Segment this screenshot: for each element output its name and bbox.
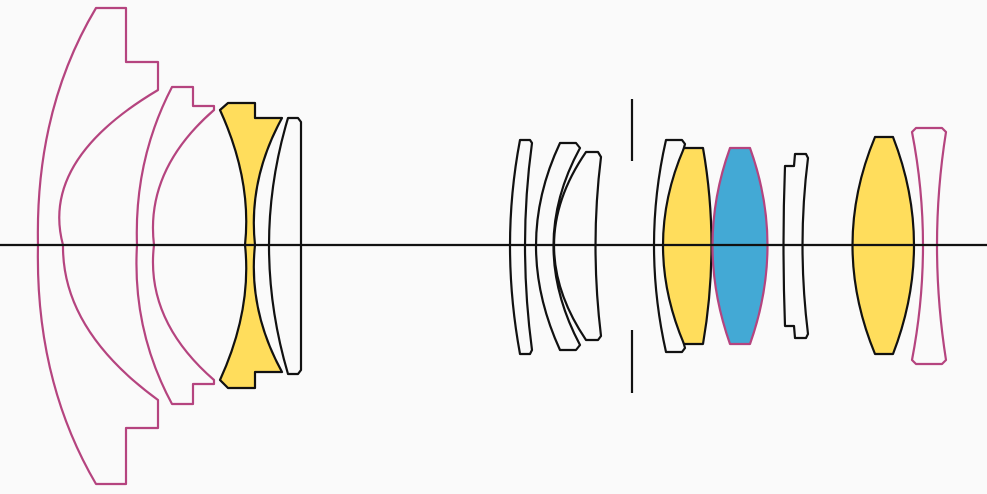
lens-element-6 [535,141,582,352]
lens-element-1 [36,6,160,486]
lens-element-5 [508,138,534,356]
lens-element-2 [135,85,216,406]
